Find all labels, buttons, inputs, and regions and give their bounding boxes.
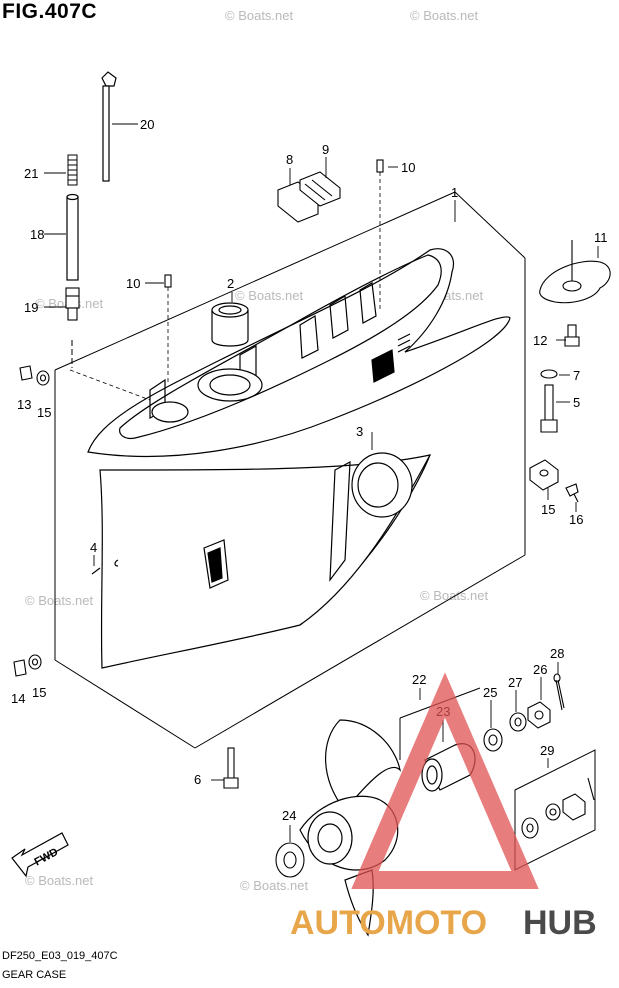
bolt-12 <box>564 324 580 347</box>
fwd-arrow-icon: FWD <box>11 832 69 878</box>
fitting-19 <box>65 287 80 321</box>
callout-12: 12 <box>533 333 547 348</box>
gear-case-housing <box>87 248 511 669</box>
spacer-25 <box>483 728 503 752</box>
plug-13-washer-15 <box>19 365 50 386</box>
watermark: © Boats.net <box>25 873 94 888</box>
figure-name: GEAR CASE <box>2 969 67 981</box>
callout-29: 29 <box>540 743 554 758</box>
thrust-washer-24 <box>275 842 305 878</box>
trim-tab-anode-11 <box>539 240 611 304</box>
stud-21 <box>67 154 78 186</box>
watermark: © Boats.net <box>235 288 304 303</box>
figure-title: FIG.407C <box>2 0 98 23</box>
logo-part1: AUTOMOTO <box>290 904 487 942</box>
callout-11: 11 <box>594 230 608 245</box>
automotohub-logo: AUTOMOTO HUB <box>290 672 597 942</box>
callout-25: 25 <box>483 685 497 700</box>
callout-24: 24 <box>282 808 296 823</box>
watermark: © Boats.net <box>420 588 489 603</box>
dowel-pins-10 <box>164 159 384 288</box>
watermark: © Boats.net <box>225 8 294 23</box>
figure-code: DF250_E03_019_407C <box>2 950 118 962</box>
callout-17: 16 <box>569 512 583 527</box>
callout-19: 19 <box>24 300 38 315</box>
callout-15: 15 <box>37 405 51 420</box>
cotter-pin-28 <box>553 673 565 711</box>
tube-18 <box>66 193 79 281</box>
watermark: © Boats.net <box>240 878 309 893</box>
callout-18: 18 <box>30 227 44 242</box>
callout-leaders <box>44 123 599 842</box>
callout-6: 6 <box>194 772 201 787</box>
bolt-6 <box>223 747 239 789</box>
callout-numbers: 20 21 18 19 10 10 8 9 1 2 11 12 7 5 15 1… <box>11 117 608 823</box>
callout-28: 28 <box>550 646 564 661</box>
callout-16: 15 <box>541 502 555 517</box>
leader-dashed <box>69 172 381 401</box>
screw-17 <box>565 483 579 503</box>
callout-27: 27 <box>508 675 522 690</box>
stud-bolt-20 <box>101 71 117 182</box>
washer-27 <box>509 712 527 732</box>
bolt-5 <box>540 384 558 433</box>
callout-2: 2 <box>227 276 234 291</box>
callout-22: 22 <box>412 672 426 687</box>
callout-9: 9 <box>322 142 329 157</box>
plug-14-washer-15 <box>13 654 42 677</box>
callout-5: 5 <box>573 395 580 410</box>
callout-8: 8 <box>286 152 293 167</box>
callout-20: 20 <box>140 117 154 132</box>
callout-4: 4 <box>90 540 97 555</box>
nut-16 <box>529 459 559 491</box>
callout-21: 21 <box>24 166 38 181</box>
pin-4 <box>91 567 101 575</box>
plates-8-9 <box>277 171 341 223</box>
watermark: © Boats.net <box>410 8 479 23</box>
callout-13: 13 <box>17 397 31 412</box>
logo-triangle-icon <box>351 672 539 889</box>
bearing-2 <box>211 302 249 347</box>
callout-3: 3 <box>356 424 363 439</box>
callout-1: 1 <box>451 185 458 200</box>
oil-seal-3 <box>351 452 413 518</box>
callout-14: 14 <box>11 691 25 706</box>
kit-29-parts <box>521 777 595 839</box>
callout-26: 26 <box>533 662 547 677</box>
assembly-frame <box>54 191 526 749</box>
callout-15: 15 <box>32 685 46 700</box>
callout-10: 10 <box>126 276 140 291</box>
callout-7: 7 <box>573 368 580 383</box>
logo-part2: HUB <box>523 904 597 942</box>
washer-7 <box>540 369 558 379</box>
watermark: © Boats.net <box>25 593 94 608</box>
callout-10: 10 <box>401 160 415 175</box>
nut-26 <box>527 701 551 729</box>
